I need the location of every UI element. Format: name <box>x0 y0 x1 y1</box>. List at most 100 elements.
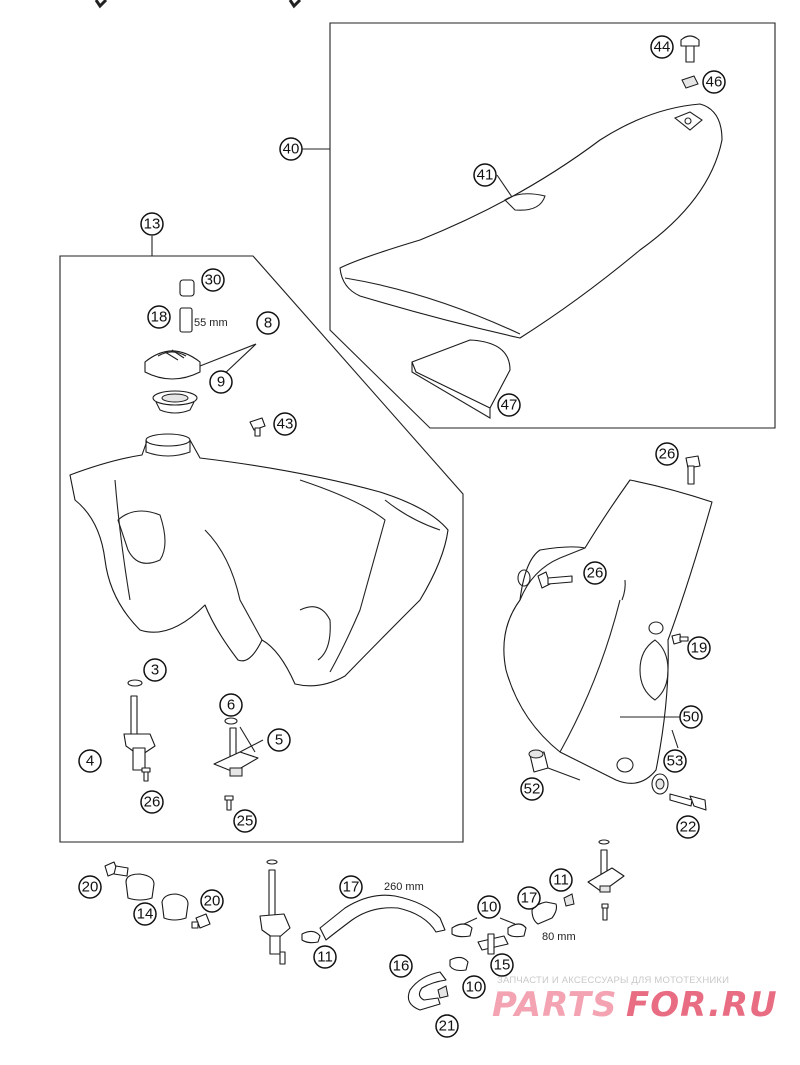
callout-44: 44 <box>650 35 674 59</box>
hose-clamp-tee-left <box>451 923 473 938</box>
svg-text:50: 50 <box>683 709 700 726</box>
watermark: ЗАПЧАСТИ И АКСЕССУАРЫ ДЛЯ МОТОТЕХНИКИ PA… <box>492 975 778 1025</box>
fuel-tap-assembly-left <box>259 859 291 965</box>
svg-text:26: 26 <box>587 565 604 582</box>
callout-52: 52 <box>520 777 544 801</box>
callout-8: 8 <box>256 311 280 335</box>
svg-text:16: 16 <box>393 958 410 975</box>
callout-10-bottom: 10 <box>462 975 486 999</box>
tap-screw-left <box>141 767 151 782</box>
fuel-tap-right <box>213 727 259 777</box>
watermark-logo-left: PARTS <box>492 985 617 1025</box>
svg-text:9: 9 <box>217 374 225 391</box>
cover-screw <box>671 633 689 645</box>
fuel-hose-long <box>319 894 446 941</box>
hose-clamp-left <box>301 930 321 944</box>
svg-text:52: 52 <box>524 781 541 798</box>
fuel-cap-seal <box>152 390 198 414</box>
callout-3: 3 <box>143 658 167 682</box>
callout-26-tap: 26 <box>140 790 164 814</box>
svg-text:20: 20 <box>204 893 221 910</box>
svg-text:21: 21 <box>439 1018 456 1035</box>
callout-17-short: 17 <box>517 886 541 910</box>
dim-hose-18: 55 mm <box>194 317 228 329</box>
seat-group <box>302 22 776 429</box>
callout-30: 30 <box>201 268 225 292</box>
hose-row: 260 mm 80 mm <box>104 839 625 1011</box>
svg-text:10: 10 <box>466 979 483 996</box>
svg-text:26: 26 <box>659 446 676 463</box>
title-fragment <box>94 0 302 9</box>
svg-text:47: 47 <box>501 397 518 414</box>
svg-text:25: 25 <box>237 813 254 830</box>
cover-grommet <box>651 773 669 795</box>
svg-text:26: 26 <box>144 794 161 811</box>
fuel-tank-group: 55 mm <box>59 236 464 843</box>
watermark-logo-right: FOR.RU <box>626 985 778 1025</box>
tank-screw <box>249 417 266 437</box>
callout-40: 40 <box>279 137 303 161</box>
tap-screw-right <box>224 795 234 811</box>
svg-text:19: 19 <box>691 640 708 657</box>
callout-53: 53 <box>663 749 687 773</box>
seat-washer <box>681 75 699 89</box>
mount-bolt-left <box>104 861 129 877</box>
svg-text:53: 53 <box>667 753 684 770</box>
watermark-tagline: ЗАПЧАСТИ И АКСЕССУАРЫ ДЛЯ МОТОТЕХНИКИ <box>497 975 729 986</box>
svg-text:11: 11 <box>553 872 569 889</box>
rubber-mount-bottom <box>161 893 189 921</box>
callout-10-top: 10 <box>477 895 501 919</box>
svg-text:6: 6 <box>227 697 235 714</box>
svg-text:5: 5 <box>275 732 283 749</box>
fuel-hose-bent <box>407 971 447 1011</box>
callout-41: 41 <box>473 163 497 187</box>
svg-text:46: 46 <box>706 74 723 91</box>
callout-46: 46 <box>702 70 726 94</box>
svg-text:43: 43 <box>277 416 294 433</box>
dim-hose-17-short: 80 mm <box>542 931 576 943</box>
callout-50: 50 <box>679 705 703 729</box>
callout-5: 5 <box>267 728 291 752</box>
callout-11-left: 11 <box>313 945 337 969</box>
side-cover-group <box>503 455 713 811</box>
fuel-tap-assembly-right <box>587 839 625 921</box>
svg-text:22: 22 <box>680 819 697 836</box>
svg-text:30: 30 <box>205 272 222 289</box>
cover-bolt-top <box>685 455 701 485</box>
svg-text:17: 17 <box>343 879 360 896</box>
callout-17-long: 17 <box>339 875 363 899</box>
dim-hose-17-long: 260 mm <box>384 881 424 893</box>
fuel-cap <box>144 349 201 380</box>
callout-26-cover-top: 26 <box>655 442 679 466</box>
svg-text:15: 15 <box>494 957 511 974</box>
callout-20-right: 20 <box>200 889 224 913</box>
callout-20-left: 20 <box>78 875 102 899</box>
svg-text:41: 41 <box>477 167 494 184</box>
breather-cap <box>179 279 195 297</box>
svg-text:13: 13 <box>144 216 161 233</box>
hose-clamp-small <box>437 985 449 999</box>
svg-text:10: 10 <box>481 899 498 916</box>
callout-13: 13 <box>140 212 164 236</box>
cover-bolt-mid <box>537 571 573 589</box>
callout-43: 43 <box>273 412 297 436</box>
callout-14: 14 <box>133 902 157 926</box>
seat-foam <box>411 339 511 409</box>
callout-11-right: 11 <box>549 868 573 892</box>
side-cover <box>503 479 713 784</box>
callout-4: 4 <box>78 749 102 773</box>
rubber-mount-top <box>125 873 155 901</box>
mount-bolt-right <box>191 913 211 929</box>
tee-connector <box>477 933 509 955</box>
callout-21: 21 <box>435 1014 459 1038</box>
hose-clamp-tee-right <box>507 923 527 938</box>
o-ring <box>127 679 143 687</box>
callout-18: 18 <box>147 305 171 329</box>
fuel-tank-frame <box>59 255 464 843</box>
callout-19: 19 <box>687 636 711 660</box>
seat <box>339 103 723 339</box>
svg-text:11: 11 <box>317 949 333 966</box>
callout-6: 6 <box>219 693 243 717</box>
svg-text:20: 20 <box>82 879 99 896</box>
